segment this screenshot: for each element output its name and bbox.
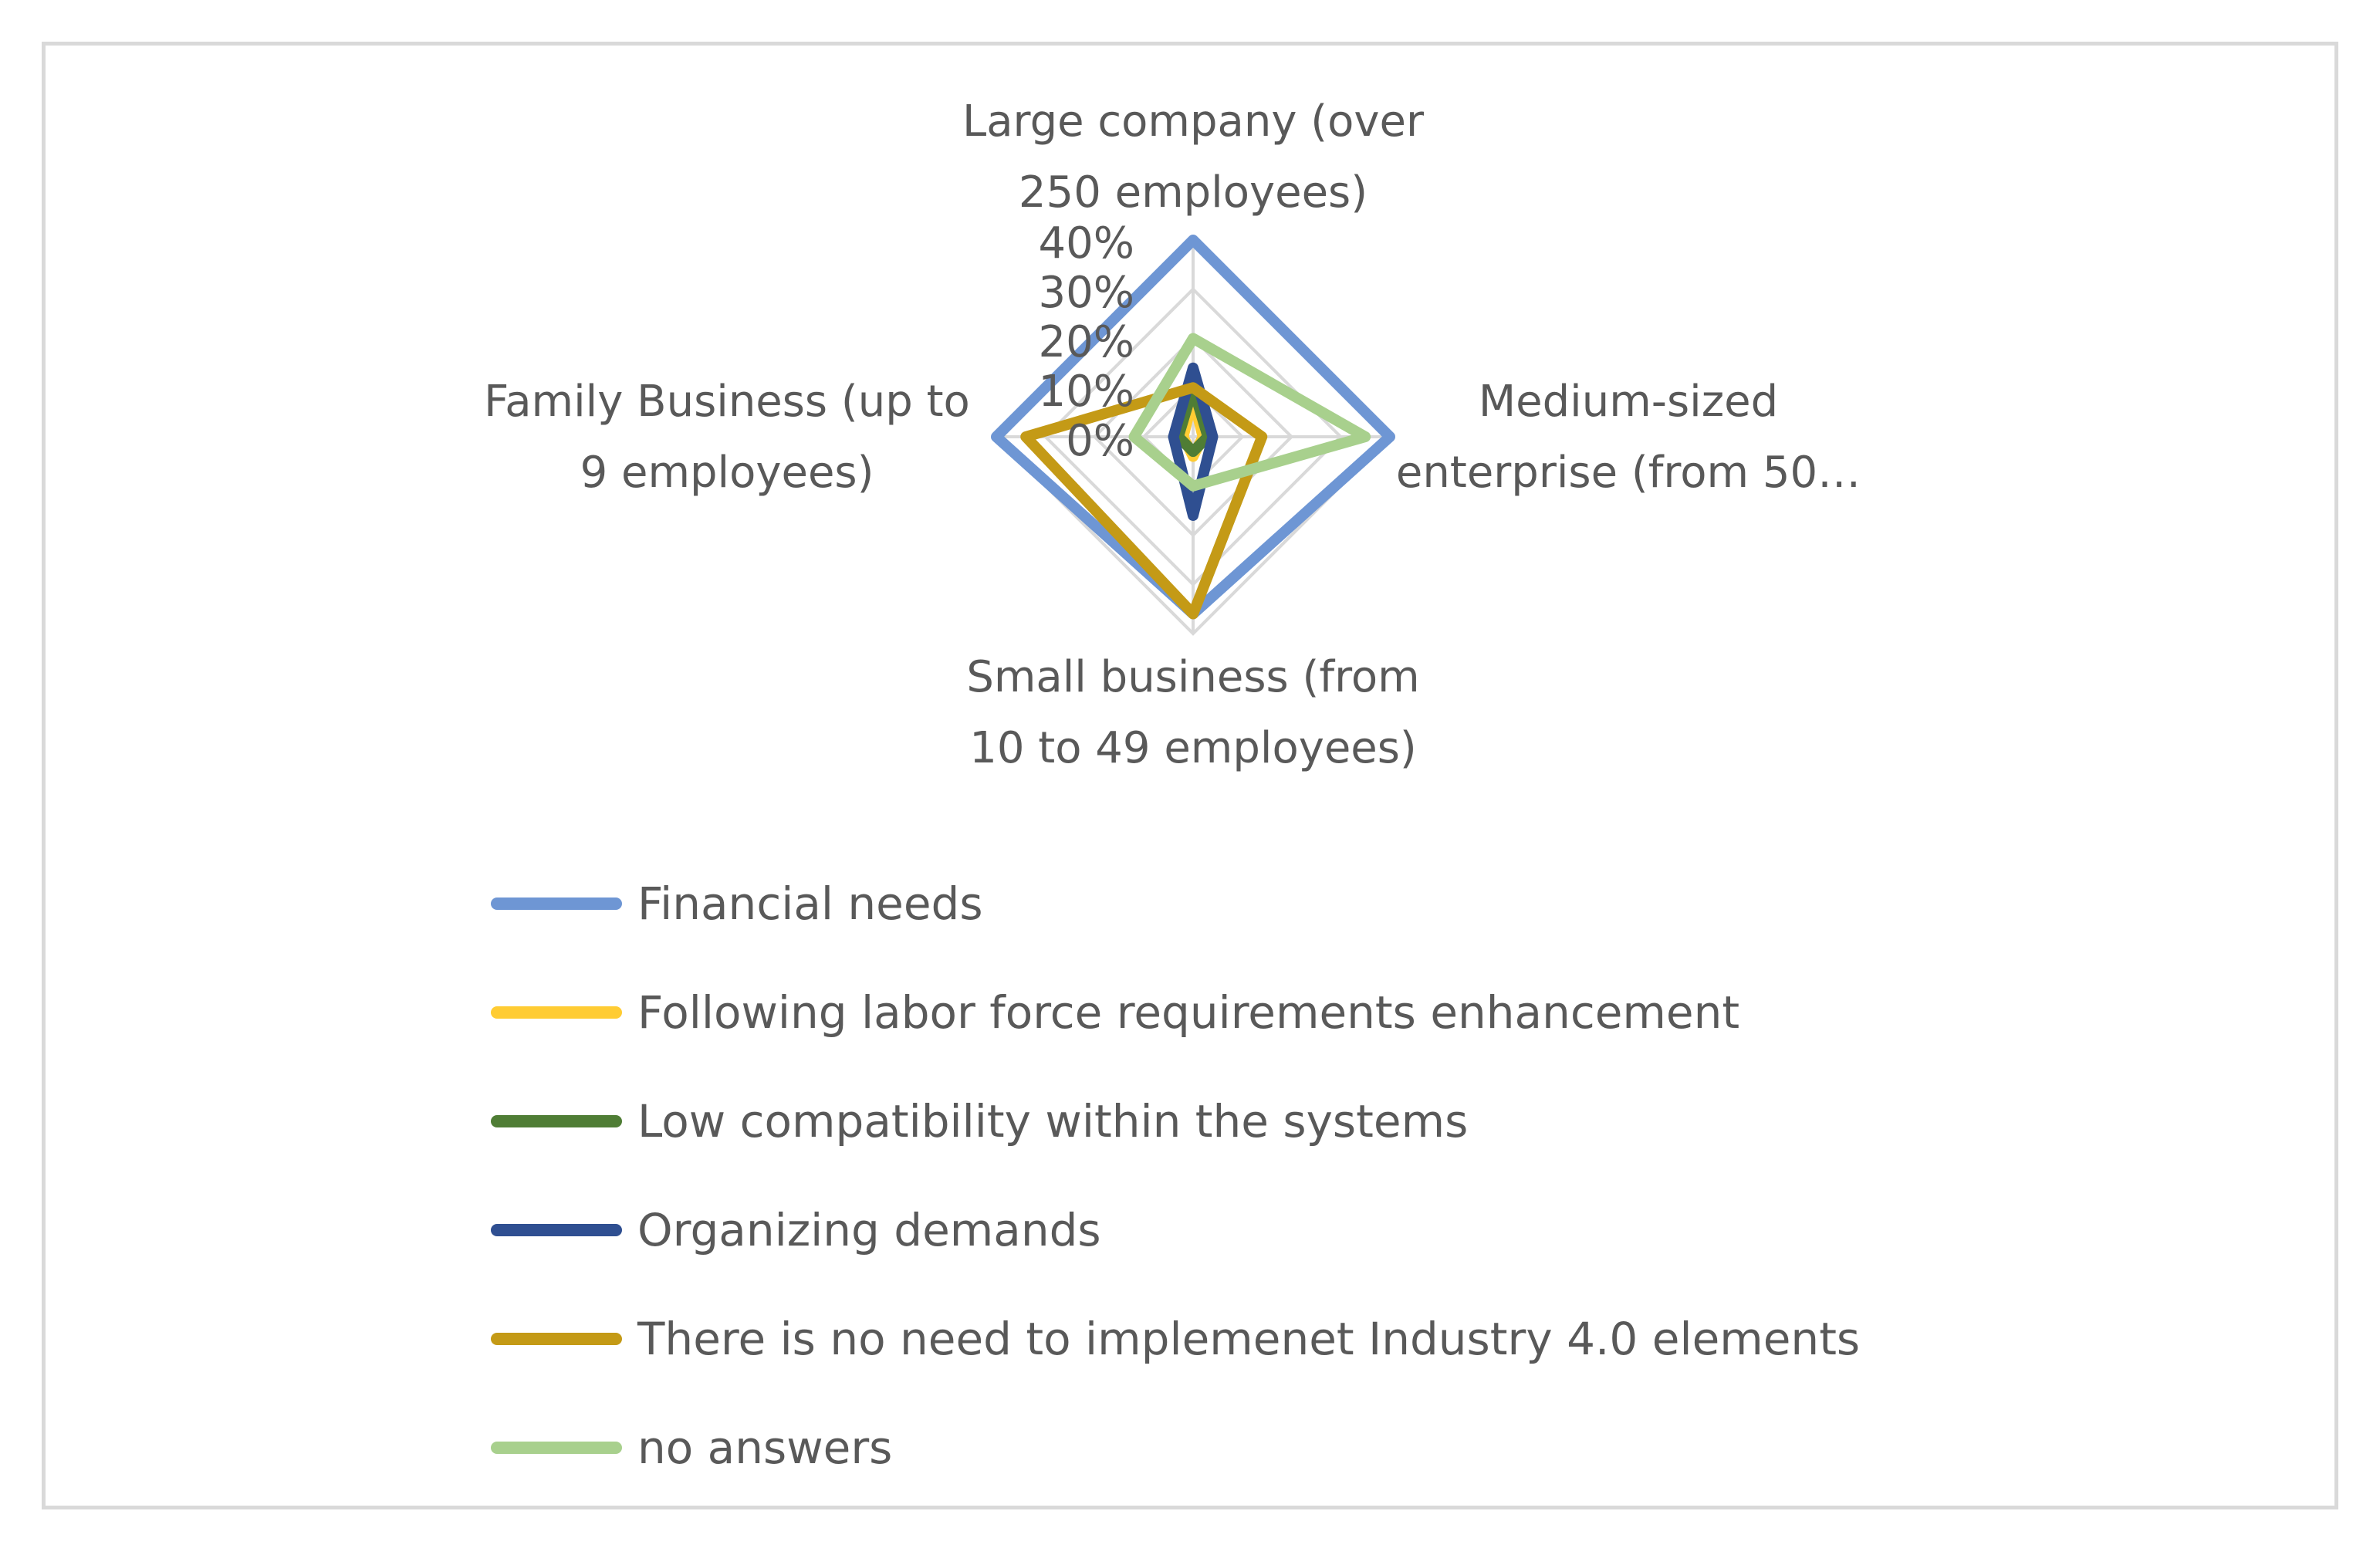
tick-label-0: 0% xyxy=(1066,416,1134,466)
category-label-large-company: Large company (over 250 employees) xyxy=(962,86,1424,228)
legend-swatch xyxy=(491,1223,622,1236)
series-line-3 xyxy=(1168,362,1219,521)
legend-swatch xyxy=(491,897,622,910)
category-label-line: enterprise (from 50… xyxy=(1395,448,1861,498)
legend-swatch xyxy=(491,1332,622,1345)
legend-swatch xyxy=(491,1114,622,1127)
legend-item-low-compatibility: Low compatibility within the systems xyxy=(491,1067,1860,1175)
series-line-5 xyxy=(1128,333,1371,492)
legend-swatch xyxy=(491,1006,622,1019)
legend-label: Financial needs xyxy=(637,877,983,930)
category-label-line: Small business (from xyxy=(966,652,1420,702)
category-label-line: Medium-sized xyxy=(1478,377,1779,427)
category-label-line: 10 to 49 employees) xyxy=(969,723,1417,773)
tick-label-40: 40% xyxy=(1038,218,1134,269)
legend-label: Following labor force requirements enhan… xyxy=(637,985,1740,1039)
legend-label: no answers xyxy=(637,1421,893,1474)
legend-item-organizing-demands: Organizing demands xyxy=(491,1175,1860,1284)
category-label-family-business: Family Business (up to 9 employees) xyxy=(484,367,970,509)
category-label-line: 9 employees) xyxy=(580,448,874,498)
category-label-small-business: Small business (from 10 to 49 employees) xyxy=(966,642,1419,784)
category-label-line: Family Business (up to xyxy=(484,377,970,427)
tick-label-30: 30% xyxy=(1038,268,1134,318)
category-label-medium-enterprise: Medium-sized enterprise (from 50… xyxy=(1396,367,1861,509)
legend-item-no-answers: no answers xyxy=(491,1393,1860,1502)
tick-label-20: 20% xyxy=(1038,317,1134,367)
category-label-line: Large company (over xyxy=(962,96,1424,147)
legend-label: Organizing demands xyxy=(637,1203,1101,1256)
legend-item-financial-needs: Financial needs xyxy=(491,849,1860,958)
legend-item-no-need: There is no need to implemenet Industry … xyxy=(491,1284,1860,1393)
legend: Financial needs Following labor force re… xyxy=(491,849,1860,1502)
legend-item-labor-force: Following labor force requirements enhan… xyxy=(491,958,1860,1067)
chart-frame xyxy=(42,42,2338,1509)
category-label-line: 250 employees) xyxy=(1018,167,1368,218)
legend-label: Low compatibility within the systems xyxy=(637,1094,1469,1148)
series-line-4 xyxy=(1020,382,1268,620)
radar-series xyxy=(991,235,1395,620)
legend-label: There is no need to implemenet Industry … xyxy=(637,1312,1861,1365)
tick-label-10: 10% xyxy=(1038,367,1134,417)
legend-swatch xyxy=(491,1441,622,1454)
